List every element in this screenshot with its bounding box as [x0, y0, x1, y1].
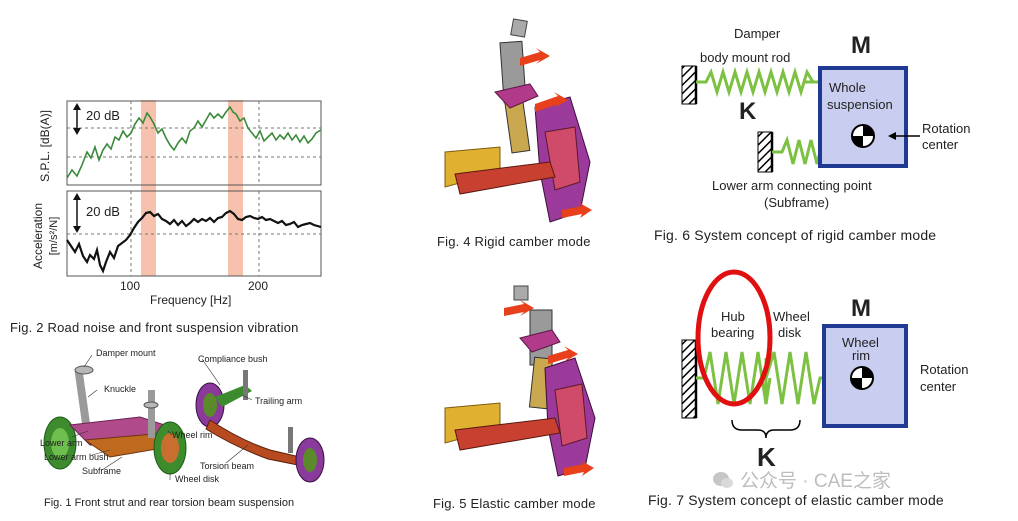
watermark: 公众号 · CAE之家 — [712, 466, 891, 493]
fig6-damper: Damper — [734, 26, 781, 41]
fig6-K: K — [739, 98, 757, 125]
tick-100: 100 — [120, 279, 141, 293]
fig7-K: K — [757, 442, 776, 472]
watermark-text: 公众号 · CAE之家 — [740, 471, 891, 492]
tick-200: 200 — [248, 279, 269, 293]
fig6-M: M — [851, 32, 871, 59]
arrow-icon — [564, 460, 594, 476]
fig7-rotation-l2: center — [920, 379, 957, 394]
fig7-M: M — [851, 295, 871, 322]
fig6-box-l1: Whole — [829, 80, 866, 95]
fig1-caption: Fig. 1 Front strut and rear torsion beam… — [44, 497, 295, 509]
brace — [731, 419, 801, 439]
hub-bearing-highlight-ellipse — [695, 269, 773, 407]
fig1-illustration — [43, 354, 325, 483]
fig7-wheel-l2: disk — [778, 325, 802, 340]
fig6-caption: Fig. 6 System concept of rigid camber mo… — [654, 227, 937, 243]
arrow-icon — [535, 92, 568, 112]
spl-axis-label: S.P.L. [dB(A)] — [38, 110, 52, 182]
label-wheel-rim: Wheel rim — [172, 430, 213, 440]
mass-box — [818, 66, 908, 168]
fig7-hub-l2: bearing — [711, 325, 755, 340]
label-trailing-arm: Trailing arm — [255, 396, 303, 406]
fig6-box-l2: suspension — [827, 97, 893, 112]
x-axis-label: Frequency [Hz] — [150, 293, 232, 307]
fig6-lower-l2: (Subframe) — [764, 195, 830, 210]
spl-panel — [66, 100, 322, 186]
label-lower-arm: Lower arm — [40, 438, 83, 448]
fig6-body-mount-rod: body mount rod — [700, 50, 791, 65]
label-wheel-disk: Wheel disk — [175, 474, 220, 484]
highlight-band-1 — [141, 100, 156, 276]
wall-bottom — [757, 131, 773, 173]
wall — [681, 339, 697, 419]
label-lower-arm-bush: Lower arm bush — [44, 452, 109, 462]
arrow-icon — [888, 132, 896, 140]
label-subframe: Subframe — [82, 466, 122, 476]
label-damper-mount: Damper mount — [96, 348, 156, 358]
fig7-rotation-l1: Rotation — [920, 362, 969, 377]
label-torsion-beam: Torsion beam — [200, 461, 255, 471]
spring-top — [696, 66, 820, 98]
fig4-illustration — [444, 18, 592, 223]
fig6-rotation-l2: center — [922, 137, 959, 152]
fig7-diagram — [681, 269, 908, 439]
fig7-box-l1: Wheel — [842, 335, 879, 350]
wechat-icon — [713, 471, 733, 488]
fig7-wheel-l1: Wheel — [773, 309, 810, 324]
highlight-band-2 — [228, 100, 243, 276]
spring-bottom — [772, 135, 822, 165]
fig7-caption: Fig. 7 System concept of elastic camber … — [648, 492, 944, 508]
db-label-bottom: 20 dB — [86, 204, 120, 219]
fig5-caption: Fig. 5 Elastic camber mode — [433, 496, 596, 511]
acc-curve — [66, 209, 322, 274]
spring-wheel-disk — [764, 351, 824, 405]
rear-beam-drawing — [195, 370, 325, 483]
wall-top — [681, 65, 697, 105]
fig4-caption: Fig. 4 Rigid camber mode — [437, 234, 591, 249]
fig2-caption: Fig. 2 Road noise and front suspension v… — [10, 320, 299, 335]
label-compliance-bush: Compliance bush — [198, 354, 268, 364]
acc-axis-unit: [m/s²/N] — [48, 216, 60, 256]
arrow-icon — [504, 300, 534, 316]
label-knuckle: Knuckle — [104, 384, 137, 394]
fig7-box-l2: rim — [852, 348, 871, 363]
fig6-lower-l1: Lower arm connecting point — [712, 178, 872, 193]
acc-axis-label: Acceleration — [31, 202, 45, 270]
arrow-icon — [548, 346, 578, 364]
fig6-diagram — [681, 65, 920, 173]
db-label-top: 20 dB — [86, 108, 120, 123]
spl-curve — [66, 105, 322, 179]
front-strut-drawing — [43, 365, 187, 475]
arrow-icon — [562, 202, 592, 218]
fig5-illustration — [444, 285, 596, 477]
fig6-rotation-l1: Rotation — [922, 121, 971, 136]
arrow-icon — [520, 48, 550, 66]
fig2-chart — [66, 100, 322, 277]
fig7-hub-l1: Hub — [721, 309, 745, 324]
